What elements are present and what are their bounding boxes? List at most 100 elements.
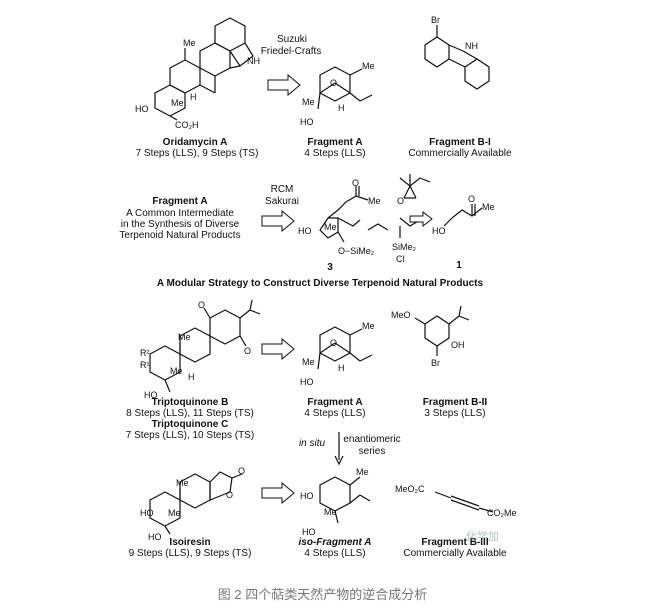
svg-text:Me: Me (324, 507, 337, 517)
svg-text:O: O (352, 178, 359, 188)
svg-text:Me: Me (178, 332, 191, 342)
svg-text:HO: HO (302, 527, 316, 537)
fragment-a-desc-line2: in the Synthesis of Diverse (120, 219, 240, 230)
fragment-a-title-row2: Fragment A (152, 196, 208, 207)
retro-arrow-5 (261, 481, 296, 505)
arrow-label-suzuki: Suzuki (276, 34, 307, 45)
me-label: Me (183, 38, 196, 48)
svg-text:O: O (244, 346, 251, 356)
fragment-b3-structure: MeO₂C CO₂Me (395, 478, 525, 518)
oridamycin-steps: 7 Steps (LLS), 9 Steps (TS) (135, 148, 259, 159)
retro-arrow-3 (409, 210, 434, 228)
svg-text:NH: NH (465, 41, 478, 51)
fragment-a-name-row1: Fragment A (307, 137, 363, 148)
watermark: 化学加 (466, 531, 499, 543)
iso-fragment-a-name: iso-Fragment A (298, 537, 372, 548)
svg-text:HO: HO (298, 226, 312, 236)
svg-text:Me: Me (168, 508, 181, 518)
svg-text:Me: Me (170, 366, 183, 376)
svg-text:H: H (190, 92, 197, 102)
svg-text:CO₂Me: CO₂Me (487, 508, 517, 518)
svg-text:H: H (188, 372, 195, 382)
triptoquinone-b-steps: 8 Steps (LLS), 11 Steps (TS) (126, 408, 254, 419)
svg-text:HO: HO (148, 532, 162, 542)
compound-1-fragments: O SiMe₂ Cl O Me HO (380, 170, 500, 264)
svg-text:Me: Me (171, 98, 184, 108)
triptoquinone-b-name: Triptoquinone B (151, 397, 229, 408)
svg-text:HO: HO (300, 377, 314, 387)
ho-label: HO (135, 104, 149, 114)
svg-text:Me: Me (362, 61, 375, 71)
fragment-a-name-row3: Fragment A (307, 397, 363, 408)
compound-1-label: 1 (456, 260, 462, 271)
svg-text:Me: Me (362, 321, 375, 331)
compound-3-label: 3 (327, 262, 333, 273)
fragment-a-steps-row1: 4 Steps (LLS) (304, 148, 366, 159)
svg-text:Me: Me (302, 97, 315, 107)
svg-text:MeO₂C: MeO₂C (395, 484, 425, 494)
fragment-b1-structure: Br NH (415, 15, 495, 115)
svg-text:O: O (238, 466, 245, 476)
retro-arrow-1 (267, 73, 302, 97)
svg-text:O: O (226, 490, 233, 500)
svg-text:OH: OH (451, 340, 465, 350)
svg-text:HO: HO (144, 390, 158, 400)
svg-text:O: O (198, 300, 205, 310)
svg-text:Me: Me (302, 357, 315, 367)
fragment-b2-steps: 3 Steps (LLS) (424, 408, 486, 419)
figure-caption: 图 2 四个萜类天然产物的逆合成分析 (217, 587, 428, 602)
svg-text:Br: Br (431, 15, 440, 25)
fragment-b2-structure: MeO OH Br (385, 300, 485, 380)
oridamycin-a-structure: NH Me HO Me H CO₂H (135, 8, 265, 130)
compound-3-structure: O Me HO Me O−SiMe₂ (298, 178, 408, 262)
svg-text:R¹: R¹ (140, 360, 150, 370)
svg-text:MeO: MeO (391, 310, 411, 320)
enantiomeric-label: enantiomeric (343, 434, 401, 445)
svg-text:H: H (338, 103, 345, 113)
arrow-label-friedel-crafts: Friedel-Crafts (260, 46, 322, 57)
svg-text:Cl: Cl (396, 254, 405, 264)
retro-arrow-4 (261, 337, 296, 361)
fragment-b1-availability: Commercially Available (408, 148, 512, 159)
series-label: series (358, 446, 386, 457)
svg-text:O: O (397, 196, 404, 206)
arrow-label-rcm: RCM (270, 184, 294, 195)
triptoquinone-structure: O O Me R² R¹ Me H HO (140, 298, 270, 400)
down-arrow (334, 432, 344, 466)
isoiresin-structure: O O Me HO Me HO (140, 460, 250, 542)
svg-text:HO: HO (300, 117, 314, 127)
svg-text:O−SiMe₂: O−SiMe₂ (338, 246, 375, 256)
svg-text:HO: HO (432, 226, 446, 236)
svg-text:Me: Me (368, 196, 381, 206)
svg-text:Me: Me (324, 222, 337, 232)
svg-text:HO: HO (300, 491, 314, 501)
section-heading: A Modular Strategy to Construct Diverse … (156, 278, 484, 289)
svg-text:CO₂H: CO₂H (175, 120, 199, 130)
arrow-label-sakurai: Sakurai (265, 196, 299, 207)
fragment-b3-availability: Commercially Available (403, 548, 507, 559)
svg-text:SiMe₂: SiMe₂ (392, 242, 417, 252)
fragment-a-structure: O Me Me H HO (300, 55, 380, 135)
retro-arrow-2 (261, 209, 296, 233)
svg-text:Me: Me (482, 202, 495, 212)
svg-text:Me: Me (356, 467, 369, 477)
fragment-b3-name: Fragment B-III (421, 537, 489, 548)
fragment-b1-name: Fragment B-I (429, 137, 491, 148)
fragment-b2-name: Fragment B-II (422, 397, 488, 408)
triptoquinone-c-name: Triptoquinone C (151, 419, 229, 430)
fragment-a-structure-row3: O Me Me H HO (300, 315, 380, 395)
epoxide-o: O (330, 78, 337, 88)
svg-text:Br: Br (431, 358, 440, 368)
svg-text:O: O (468, 194, 475, 204)
svg-text:Me: Me (176, 478, 189, 488)
isoiresin-steps: 9 Steps (LLS), 9 Steps (TS) (128, 548, 252, 559)
svg-text:HO: HO (140, 508, 154, 518)
in-situ-label: in situ (298, 438, 326, 449)
svg-text:H: H (338, 363, 345, 373)
isoiresin-name: Isoiresin (169, 537, 211, 548)
oridamycin-name: Oridamycin A (162, 137, 228, 148)
fragment-a-steps-row3: 4 Steps (LLS) (304, 408, 366, 419)
triptoquinone-c-steps: 7 Steps (LLS), 10 Steps (TS) (125, 430, 255, 441)
iso-fragment-a-structure: Me HO Me HO (300, 465, 380, 540)
fragment-a-desc-line1: A Common Intermediate (126, 208, 234, 219)
